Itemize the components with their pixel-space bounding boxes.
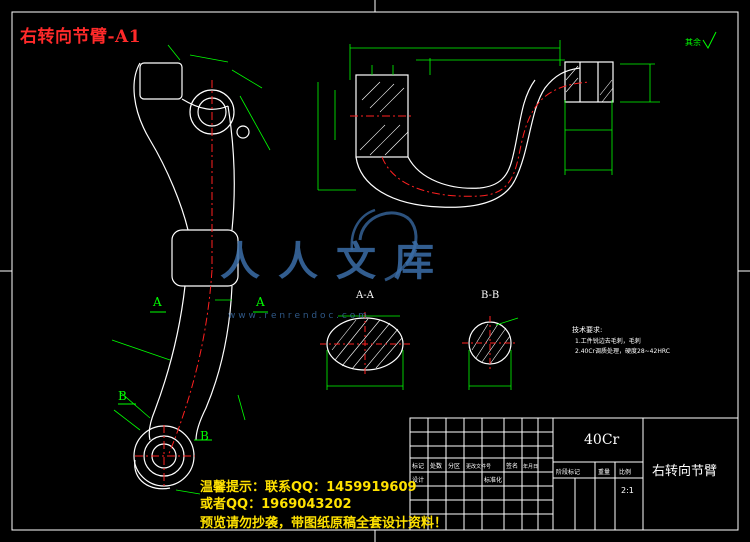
top-view-dimensions (317, 40, 660, 191)
section-bb-title: B-B (481, 290, 499, 301)
title-block (409, 417, 739, 531)
tech-req-title: 技术要求: (572, 325, 602, 334)
watermark-url: w w w . r e n r e n d o c . c o m (228, 311, 367, 321)
top-view-hatching (359, 65, 614, 156)
title-block-row-label-1: 标记 (412, 462, 424, 470)
section-b-label-left: B (118, 389, 127, 403)
contact-note-line-2: 或者QQ：1969043202 (200, 497, 352, 512)
title-block-weight-label: 重量 (598, 468, 610, 476)
watermark-logo (350, 208, 418, 282)
contact-note-line-1: 温馨提示：联系QQ：1459919609 (200, 480, 417, 495)
section-b-label-right: B (200, 429, 209, 443)
section-a-label-right: A (255, 295, 265, 309)
main-centerline (135, 80, 213, 488)
title-block-row-label-5: 签名 (506, 462, 518, 470)
drawing-title: 右转向节臂-A1 (20, 27, 142, 47)
section-bb-hatching (471, 323, 511, 365)
roughness-symbol (702, 31, 717, 50)
title-block-standard-label: 标准化 (484, 476, 502, 484)
title-block-scale-label: 比例 (619, 468, 631, 476)
title-block-row-label-4: 更改文件号 (466, 463, 491, 470)
tech-req-item-1: 1.工件锐边去毛刺，毛刺 (575, 337, 641, 345)
contact-note-line-3: 预览请勿抄袭，带图纸原稿全套设计资料！ (200, 516, 448, 531)
section-aa-title: A-A (355, 290, 375, 301)
section-centerlines (320, 312, 518, 376)
roughness-label: 其余 (685, 37, 701, 47)
title-block-scale-value: 2:1 (621, 486, 634, 495)
title-block-row-label-2: 处数 (430, 462, 442, 470)
part-name-label: 右转向节臂 (652, 464, 718, 479)
material-label: 40Cr (584, 432, 620, 448)
title-block-stage-label: 阶段标记 (556, 468, 580, 476)
title-block-design-label: 设计 (412, 476, 424, 484)
main-dimensions (111, 44, 271, 495)
top-view-centerline (350, 81, 591, 197)
title-block-row-label-3: 分区 (448, 462, 460, 470)
section-aa-hatching (331, 318, 403, 371)
section-cut-lines (118, 311, 268, 441)
title-block-row-label-6: 年月日 (523, 463, 538, 470)
watermark-text: 人人文库 (220, 239, 452, 285)
section-a-label-left: A (152, 295, 162, 309)
tech-req-item-2: 2.40Cr调质处理，硬度28~42HRC (575, 347, 670, 355)
section-dimensions (326, 315, 519, 390)
